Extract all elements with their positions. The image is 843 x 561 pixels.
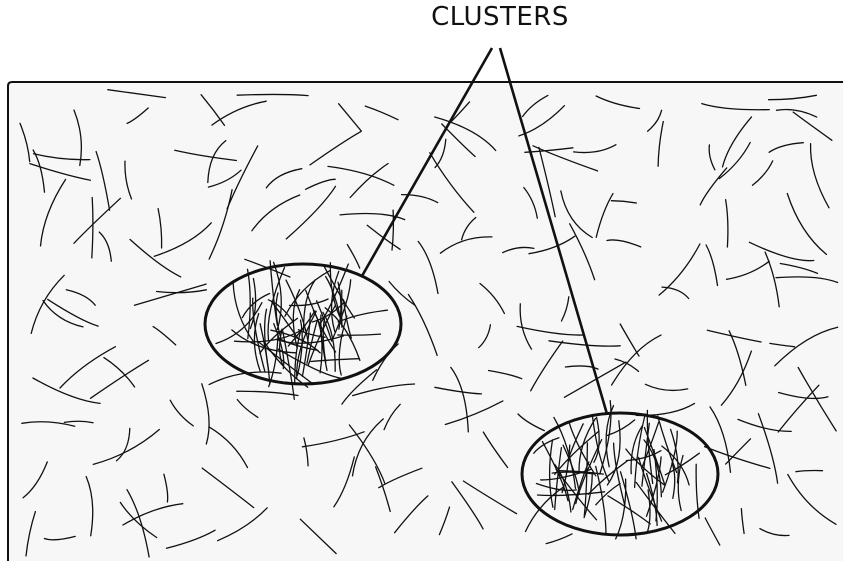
panel-background (9, 82, 843, 561)
